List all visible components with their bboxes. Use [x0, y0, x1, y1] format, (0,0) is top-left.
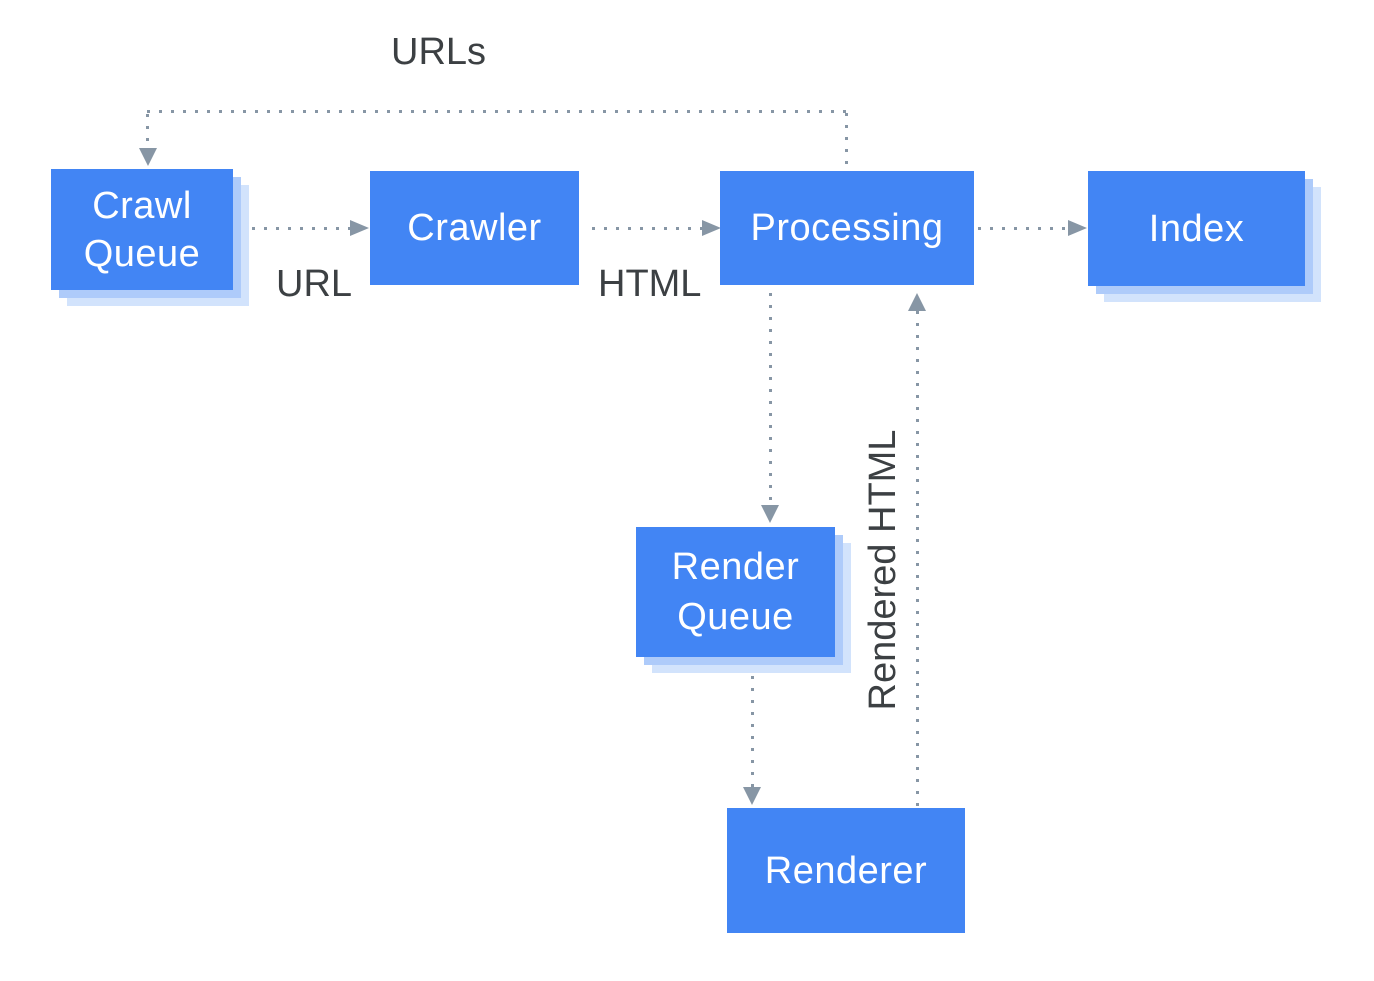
edge-processing-to-crawlqueue-left-segment	[146, 114, 149, 146]
node-index: Index	[1088, 171, 1305, 286]
arrowhead-right-into-crawler	[350, 220, 369, 236]
edge-label-rendered-html: Rendered HTML	[862, 429, 904, 711]
arrowhead-right-into-index	[1068, 220, 1087, 236]
arrowhead-up-into-processing	[908, 293, 926, 311]
edge-processing-to-renderqueue-line	[769, 293, 772, 505]
node-crawl-queue: Crawl Queue	[51, 169, 233, 290]
node-renderer: Renderer	[727, 808, 965, 933]
node-crawler-label: Crawler	[407, 207, 542, 249]
node-processing: Processing	[720, 171, 974, 285]
node-crawl-queue-label-line2: Queue	[83, 232, 201, 275]
edge-label-urls: URLs	[391, 31, 487, 73]
edge-crawlqueue-to-crawler-line	[252, 227, 350, 230]
edge-processing-to-index-line	[978, 227, 1068, 230]
arrowhead-down-into-crawl-queue	[139, 148, 157, 166]
edge-crawler-to-processing-line	[592, 227, 702, 230]
node-processing-label: Processing	[750, 207, 944, 249]
edge-label-url: URL	[276, 263, 353, 305]
edge-label-html: HTML	[598, 263, 702, 305]
node-crawl-queue-label-line1: Crawl	[92, 184, 192, 227]
node-crawler: Crawler	[370, 171, 579, 285]
node-index-label: Index	[1148, 207, 1245, 250]
arrowhead-right-into-processing	[702, 220, 721, 236]
arrowhead-down-into-render-queue	[761, 505, 779, 523]
edge-renderqueue-to-renderer-line	[751, 676, 754, 788]
edge-processing-to-crawlqueue-horizontal-line	[147, 110, 849, 113]
node-render-queue-label-line2: Queue	[677, 596, 794, 638]
node-render-queue: Render Queue	[636, 527, 835, 657]
arrowhead-down-into-renderer	[743, 787, 761, 805]
node-renderer-label: Renderer	[764, 849, 928, 892]
node-render-queue-label-line1: Render	[671, 546, 800, 588]
edge-renderer-to-processing-line	[916, 311, 919, 808]
edge-processing-to-crawlqueue-right-segment	[845, 113, 848, 171]
